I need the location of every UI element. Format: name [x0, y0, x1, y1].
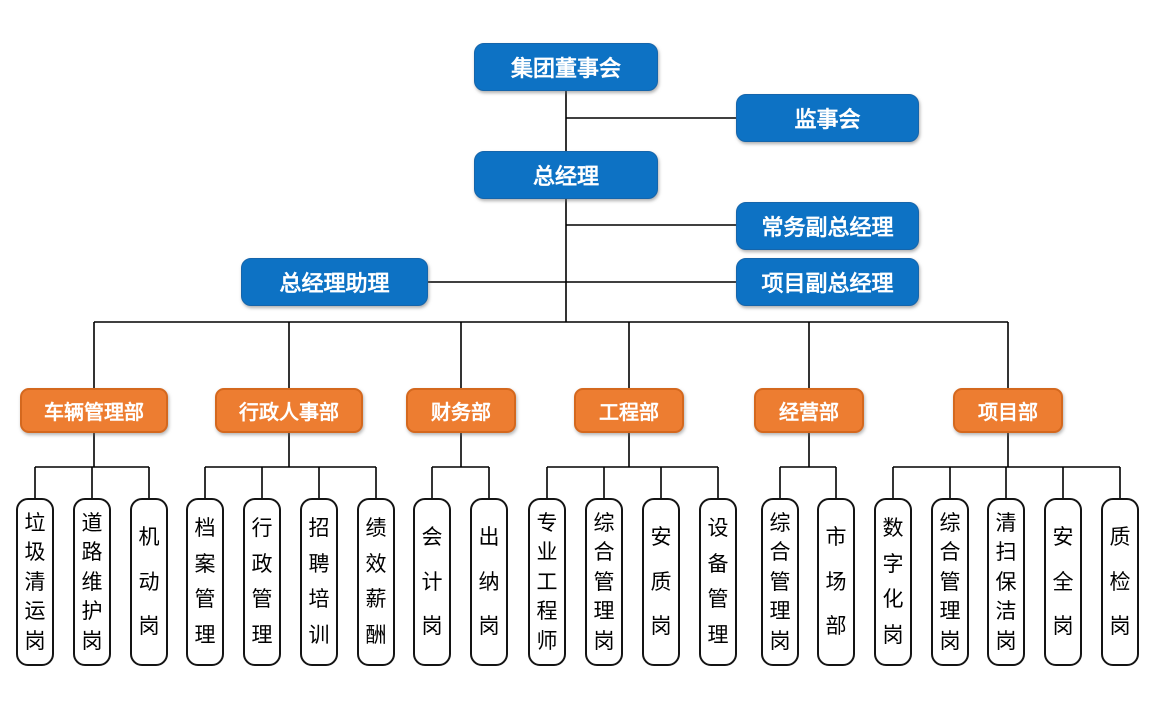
position-box: 招聘培训 — [300, 498, 338, 666]
position-box: 综合管理岗 — [931, 498, 969, 666]
position-box: 安全岗 — [1044, 498, 1082, 666]
position-box: 绩效薪酬 — [357, 498, 395, 666]
dept-vehicle-management: 车辆管理部 — [20, 388, 168, 433]
node-general-manager: 总经理 — [474, 151, 658, 199]
position-box: 质检岗 — [1101, 498, 1139, 666]
position-box: 道路维护岗 — [73, 498, 111, 666]
position-box: 综合管理岗 — [585, 498, 623, 666]
position-box: 机动岗 — [130, 498, 168, 666]
position-box: 数字化岗 — [874, 498, 912, 666]
position-box: 综合管理岗 — [761, 498, 799, 666]
node-board: 集团董事会 — [474, 43, 658, 91]
position-box: 市场部 — [817, 498, 855, 666]
node-executive-deputy-gm: 常务副总经理 — [736, 202, 919, 250]
position-box: 设备管理 — [699, 498, 737, 666]
position-box: 行政管理 — [243, 498, 281, 666]
position-box: 专业工程师 — [528, 498, 566, 666]
dept-admin-hr: 行政人事部 — [215, 388, 363, 433]
position-box: 清扫保洁岗 — [987, 498, 1025, 666]
position-box: 会计岗 — [413, 498, 451, 666]
dept-project: 项目部 — [953, 388, 1063, 433]
node-gm-assistant: 总经理助理 — [241, 258, 428, 306]
position-box: 出纳岗 — [470, 498, 508, 666]
dept-engineering: 工程部 — [574, 388, 684, 433]
dept-finance: 财务部 — [406, 388, 516, 433]
node-supervisory-board: 监事会 — [736, 94, 919, 142]
position-box: 垃圾清运岗 — [16, 498, 54, 666]
node-project-deputy-gm: 项目副总经理 — [736, 258, 919, 306]
position-box: 安质岗 — [642, 498, 680, 666]
position-box: 档案管理 — [186, 498, 224, 666]
dept-operations: 经营部 — [754, 388, 864, 433]
